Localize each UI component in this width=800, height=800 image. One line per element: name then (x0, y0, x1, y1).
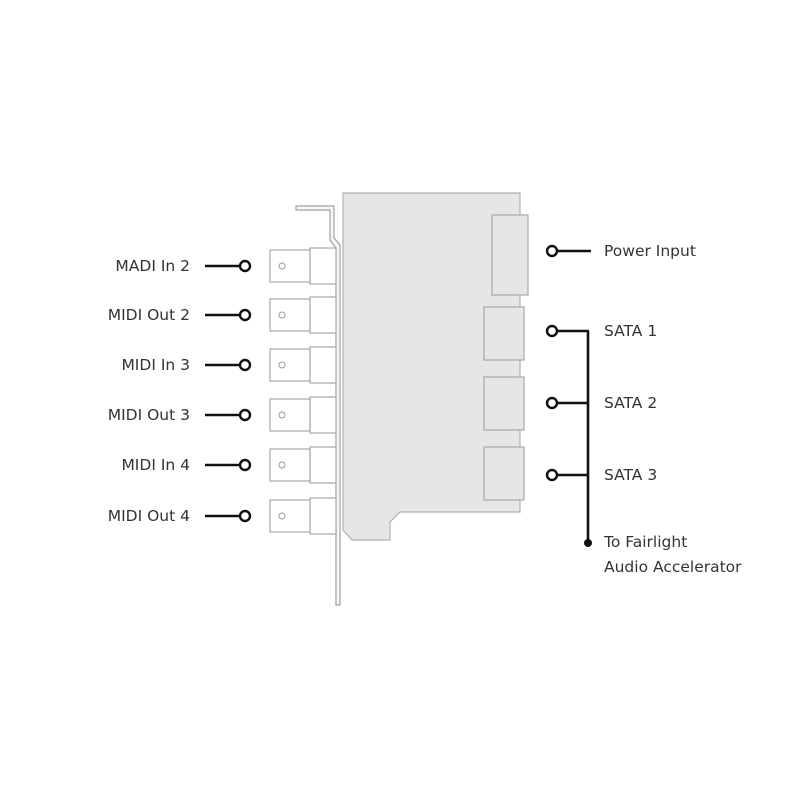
sata-1-terminal (545, 324, 559, 338)
bus-end-dot (584, 539, 592, 547)
connector-2-terminal (238, 308, 252, 322)
connector-1-pin (278, 262, 286, 270)
connector-2-face (269, 298, 311, 332)
connector-4-terminal (238, 408, 252, 422)
connector-3-terminal (238, 358, 252, 372)
connector-1-body (309, 247, 337, 285)
label-midi-out-2: MIDI Out 2 (108, 306, 190, 324)
label-madi-in-2: MADI In 2 (115, 257, 190, 275)
connector-3-face (269, 348, 311, 382)
connector-5-body (309, 446, 337, 484)
label-midi-out-3: MIDI Out 3 (108, 406, 190, 424)
label-midi-in-3: MIDI In 3 (121, 356, 190, 374)
power-connector (491, 214, 529, 296)
connector-6-face (269, 499, 311, 533)
connector-3-body (309, 346, 337, 384)
left-connectors (205, 247, 337, 535)
connector-1-terminal (238, 259, 252, 273)
connector-6-terminal (238, 509, 252, 523)
connector-6-pin (278, 512, 286, 520)
sata-connector-3 (483, 446, 525, 501)
label-sata-3: SATA 3 (604, 466, 657, 484)
connector-3-pin (278, 361, 286, 369)
connector-2-body (309, 296, 337, 334)
power-terminal (545, 244, 559, 258)
connector-4-pin (278, 411, 286, 419)
label-audio-accelerator: Audio Accelerator (604, 558, 742, 576)
connector-1-face (269, 249, 311, 283)
connector-4-body (309, 396, 337, 434)
label-midi-out-4: MIDI Out 4 (108, 507, 190, 525)
connector-4-face (269, 398, 311, 432)
label-to-fairlight: To Fairlight (603, 533, 687, 551)
pcb-board (342, 192, 521, 541)
connector-5-pin (278, 461, 286, 469)
connector-6-body (309, 497, 337, 535)
sata-3-terminal (545, 468, 559, 482)
connector-5-face (269, 448, 311, 482)
label-sata-2: SATA 2 (604, 394, 657, 412)
sata-connector-2 (483, 376, 525, 431)
label-power-input: Power Input (604, 242, 696, 260)
connector-5-terminal (238, 458, 252, 472)
label-midi-in-4: MIDI In 4 (121, 456, 190, 474)
sata-2-terminal (545, 396, 559, 410)
connector-2-pin (278, 311, 286, 319)
label-sata-1: SATA 1 (604, 322, 657, 340)
mounting-bracket (295, 205, 341, 606)
sata-connector-1 (483, 306, 525, 361)
